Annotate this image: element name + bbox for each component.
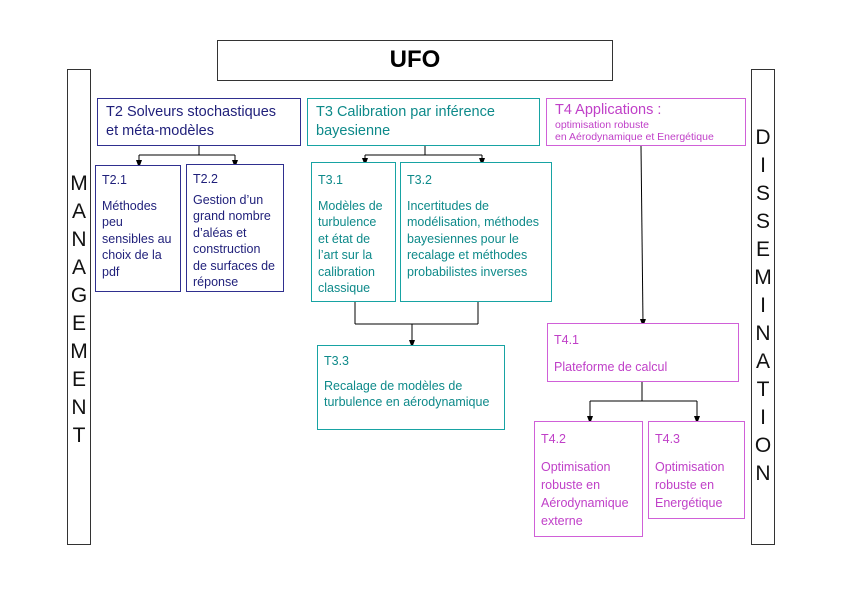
t3-3-box: T3.3 Recalage de modèles de turbulence e…	[317, 345, 505, 430]
t3-2-code: T3.2	[407, 173, 433, 187]
t4-2-text: Optimisation robuste en Aérodynamique ex…	[541, 459, 629, 528]
t2-2-text: Gestion d’un grand nombre d’aléas et con…	[193, 192, 275, 290]
t4-header-line3: en Aérodynamique et Energétique	[555, 131, 714, 143]
management-letter: A	[71, 256, 86, 279]
dissemination-column: D I S S E M I N A T I O N	[751, 69, 775, 545]
t3-1-box: T3.1 Modèles de turbulence et état de l’…	[311, 162, 396, 302]
t4-3-text: Optimisation robuste en Energétique	[655, 459, 725, 510]
management-letter: N	[71, 396, 87, 419]
dissemination-letter: N	[755, 322, 771, 345]
t4-1-box: T4.1 Plateforme de calcul	[547, 323, 739, 382]
t2-2-code: T2.2	[193, 172, 219, 186]
dissemination-letter: M	[754, 266, 772, 289]
t4-2-box: T4.2 Optimisation robuste en Aérodynamiq…	[534, 421, 643, 537]
t4-2-code: T4.2	[541, 432, 567, 446]
t4-1-text: Plateforme de calcul	[554, 359, 668, 374]
page-title: UFO	[217, 40, 613, 81]
dissemination-letter: I	[760, 154, 766, 177]
t3-1-text: Modèles de turbulence et état de l’art s…	[318, 198, 383, 296]
dissemination-letter: I	[760, 406, 766, 429]
dissemination-letter: S	[755, 182, 770, 205]
t4-header: T4 Applications : optimisation robuste e…	[546, 98, 746, 146]
t4-3-code: T4.3	[655, 432, 681, 446]
management-letter: A	[71, 200, 86, 223]
dissemination-letter: O	[754, 434, 772, 457]
dissemination-letter: I	[760, 294, 766, 317]
t3-1-code: T3.1	[318, 173, 344, 187]
dissemination-letter: S	[755, 210, 770, 233]
t4-3-box: T4.3 Optimisation robuste en Energétique	[648, 421, 745, 519]
t2-header: T2 Solveurs stochastiques et méta-modèle…	[97, 98, 301, 146]
t4-header-title: T4 Applications :	[555, 102, 662, 118]
management-column: M A N A G E M E N T	[67, 69, 91, 545]
dissemination-letter: N	[755, 462, 771, 485]
t3-header: T3 Calibration par inférence bayesienne	[307, 98, 540, 146]
t3-3-text: Recalage de modèles de turbulence en aér…	[324, 378, 490, 410]
dissemination-letter: T	[756, 378, 770, 401]
management-letter: M	[70, 172, 88, 195]
t3-2-text: Incertitudes de modélisation, méthodes b…	[407, 198, 540, 279]
management-letter: G	[70, 284, 88, 307]
t2-1-text: Méthodes peu sensibles au choix de la pd…	[102, 198, 172, 279]
t4-1-code: T4.1	[554, 333, 580, 347]
t3-3-code: T3.3	[324, 354, 350, 368]
management-letter: E	[71, 312, 86, 335]
dissemination-letter: E	[755, 238, 770, 261]
management-letter: M	[70, 340, 88, 363]
t2-1-box: T2.1 Méthodes peu sensibles au choix de …	[95, 165, 181, 292]
management-letter: N	[71, 228, 87, 251]
t4-header-line2: optimisation robuste	[555, 119, 649, 131]
t2-1-code: T2.1	[102, 173, 128, 187]
management-letter: E	[71, 368, 86, 391]
dissemination-letter: D	[755, 126, 771, 149]
t3-2-box: T3.2 Incertitudes de modélisation, métho…	[400, 162, 552, 302]
management-letter: T	[72, 424, 86, 447]
t2-2-box: T2.2 Gestion d’un grand nombre d’aléas e…	[186, 164, 284, 292]
dissemination-letter: A	[755, 350, 770, 373]
